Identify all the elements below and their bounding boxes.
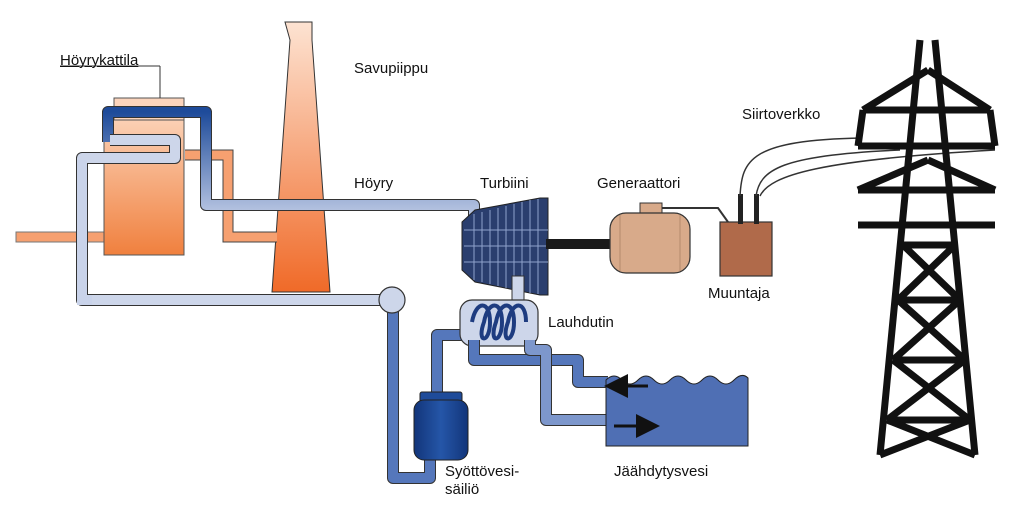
flue-pipe [185,149,277,243]
turbine [461,197,549,296]
condenser-label: Lauhdutin [548,314,614,331]
fuel-input-pipe [15,231,115,243]
condensate-pipe [431,329,470,392]
condenser [459,299,539,347]
cooling-water-label: Jäähdytysvesi [614,463,709,480]
feed-pump [378,286,436,484]
boiler-label: Höyrykattila [60,52,139,69]
feedwater-tank-label-line1: Syöttövesi- [445,463,520,480]
generator-wire [662,207,729,223]
turbine-shaft [546,239,610,249]
turbine-label: Turbiini [480,175,529,192]
boiler-tube [102,106,480,225]
feedwater-tank-label-line2: säiliö [445,481,480,498]
transformer [719,194,773,277]
grid-label: Siirtoverkko [742,106,821,123]
feedwater-tank-label: Syöttövesi- säiliö [445,463,555,499]
cooling-pipes [468,340,608,426]
chimney-label: Savupiippu [354,60,429,77]
feedwater-tank [413,391,469,461]
cooling-water-pool [604,374,749,447]
return-pipe [76,134,390,306]
pylon [854,39,999,459]
steam-label: Höyry [354,175,394,192]
transmission-wires [739,137,996,197]
chimney [271,21,331,293]
generator-label: Generaattori [597,175,681,192]
generator [609,202,691,274]
transformer-label: Muuntaja [708,285,770,302]
